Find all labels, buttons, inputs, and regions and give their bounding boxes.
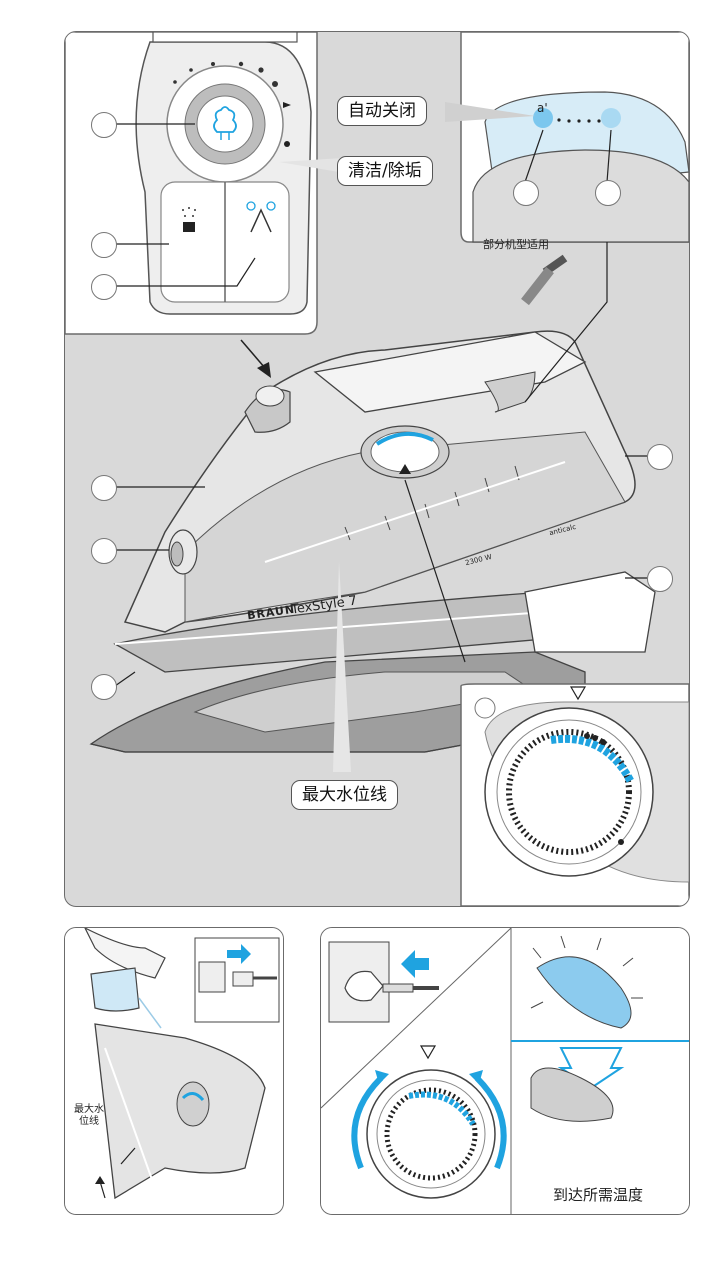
auto-off-label: 自动关闭 — [337, 96, 427, 126]
callout-marker — [91, 538, 117, 564]
callout-marker — [91, 274, 117, 300]
max-water-line-small-label: 最大水 位线 — [69, 1104, 109, 1128]
callout-marker — [91, 232, 117, 258]
callout-marker — [513, 180, 539, 206]
clean-descale-label: 清洁/除垢 — [337, 156, 433, 186]
some-models-label: 部分机型适用 — [483, 236, 549, 252]
heat-up-svg — [321, 928, 689, 1214]
heat-up-panel: 到达所需温度 — [320, 927, 690, 1215]
fill-water-panel: 最大水 位线 — [64, 927, 284, 1215]
fill-water-svg — [65, 928, 283, 1214]
max-water-line-label: 最大水位线 — [291, 780, 398, 810]
reach-temperature-label: 到达所需温度 — [553, 1184, 643, 1205]
callout-marker — [91, 112, 117, 138]
callout-marker — [595, 180, 621, 206]
callout-marker — [91, 674, 117, 700]
callout-marker — [647, 566, 673, 592]
callout-marker — [91, 475, 117, 501]
main-diagram-panel: a' — [64, 31, 690, 907]
auto-off-symbol: a' — [537, 101, 548, 115]
callout-marker — [647, 444, 673, 470]
